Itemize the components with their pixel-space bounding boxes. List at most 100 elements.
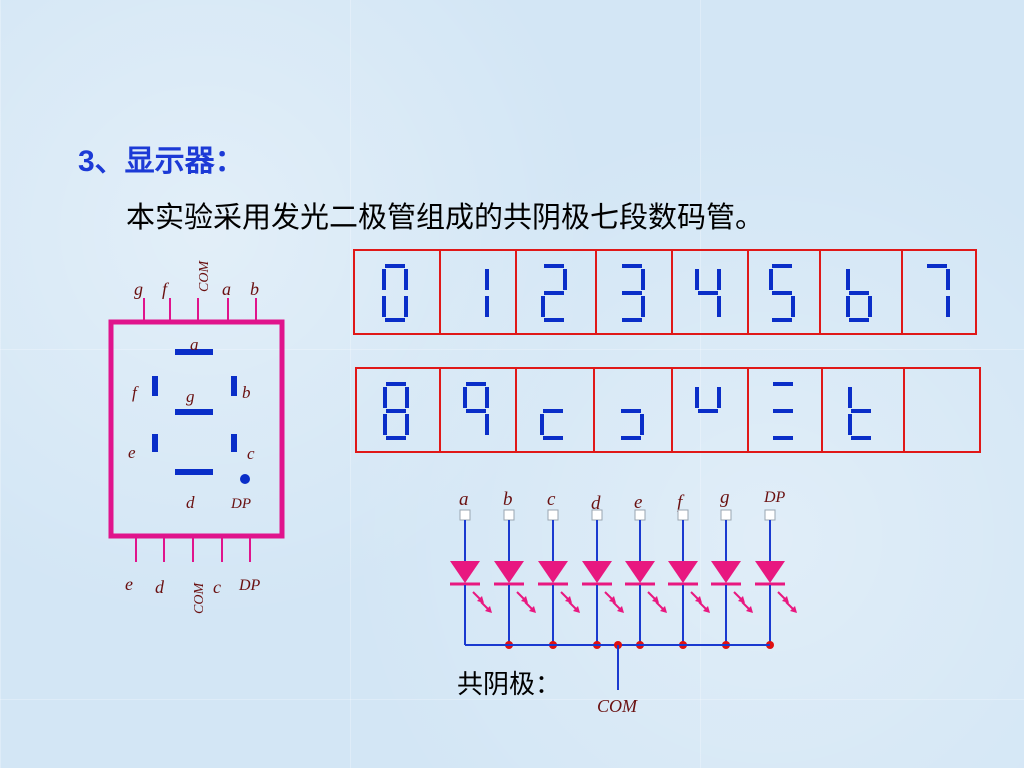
diode-triangle — [582, 561, 612, 583]
anode-label-b: b — [503, 489, 513, 510]
digit-segment-d — [849, 318, 869, 322]
led-c: c — [538, 489, 580, 649]
digit-segment-b — [563, 269, 567, 290]
pin-label-f: f — [162, 279, 170, 299]
digit-segment-b — [946, 269, 950, 290]
digit-segment-b — [485, 387, 489, 408]
digit-segment-g — [622, 291, 642, 295]
led-a: a — [450, 489, 492, 645]
digit-segment-a — [773, 382, 793, 386]
display-frame-row-1 — [353, 249, 977, 335]
digit-cell-3 — [622, 264, 645, 322]
pin-label-a: a — [222, 279, 231, 299]
digit-segment-e — [382, 296, 386, 317]
digit-segment-g — [698, 291, 718, 295]
digit-cell-5 — [769, 264, 795, 322]
digit-segment-f — [695, 269, 699, 290]
digit-segment-g — [849, 291, 869, 295]
digit-segment-d — [386, 436, 406, 440]
diode-triangle — [755, 561, 785, 583]
segment-b — [231, 376, 237, 396]
digit-segment-g — [466, 409, 486, 413]
anode-label-d: d — [591, 493, 601, 514]
digit-cell-9 — [463, 382, 489, 435]
digit-segment-b — [717, 387, 721, 408]
package-frame — [108, 319, 285, 539]
digit-segment-b — [485, 269, 489, 290]
anode-terminal — [459, 509, 471, 521]
digit-segment-f — [383, 387, 387, 408]
digit-segment-a — [927, 264, 947, 268]
digit-cell-2 — [541, 264, 567, 322]
pin-label-e: e — [125, 574, 133, 594]
digit-cell-7 — [927, 264, 950, 317]
light-arrowhead — [660, 606, 667, 613]
led-b: b — [494, 489, 536, 649]
digit-segment-c — [640, 414, 644, 435]
light-arrowhead — [652, 596, 659, 603]
digit-segment-e — [383, 414, 387, 435]
digit-cell-4 — [695, 269, 721, 317]
digit-segment-f — [695, 387, 699, 408]
anode-label-e: e — [634, 492, 642, 513]
digit-segment-g — [544, 291, 564, 295]
digit-segment-f — [463, 387, 467, 408]
digit-cell-u-upper — [695, 387, 721, 413]
digit-segment-e — [541, 296, 545, 317]
digit-segment-e — [848, 414, 852, 435]
digit-segment-b — [404, 269, 408, 290]
digit-segment-c — [485, 414, 489, 435]
digit-segment-g — [621, 409, 641, 413]
segment-c — [231, 434, 237, 452]
digit-cell-1 — [485, 269, 489, 317]
digit-segment-c — [404, 296, 408, 317]
display-frame-row-2 — [355, 367, 981, 453]
display-row-1 — [353, 249, 977, 335]
pin-label-c: c — [213, 577, 221, 597]
digit-segment-a — [386, 382, 406, 386]
light-arrowhead — [738, 596, 745, 603]
anode-terminal — [720, 509, 732, 521]
diode-triangle — [538, 561, 568, 583]
led-DP: DP — [755, 489, 797, 649]
segment-f — [152, 376, 158, 396]
light-arrowhead — [782, 596, 789, 603]
light-arrowhead — [746, 606, 753, 613]
display-row-2 — [355, 367, 981, 453]
digit-segment-b — [641, 269, 645, 290]
digit-segment-g — [772, 291, 792, 295]
light-arrowhead — [790, 606, 797, 613]
digit-segment-d — [773, 436, 793, 440]
digit-display-rows — [353, 249, 981, 453]
digit-segment-c — [405, 414, 409, 435]
digit-segment-d — [543, 436, 563, 440]
digit-segment-a — [544, 264, 564, 268]
anode-label-DP: DP — [763, 489, 786, 506]
light-arrowhead — [529, 606, 536, 613]
digit-segment-a — [622, 264, 642, 268]
diode-triangle — [494, 561, 524, 583]
digit-segment-g — [851, 409, 871, 413]
digit-segment-b — [717, 269, 721, 290]
anode-label-g: g — [720, 487, 730, 508]
digit-segment-f — [382, 269, 386, 290]
pin-label-g: g — [134, 279, 143, 299]
led-g: g — [711, 487, 753, 649]
seven-segment-package: g f COM a b e d COM c DP a b c d e f g D… — [108, 260, 285, 614]
anode-label-c: c — [547, 489, 556, 510]
light-arrowhead — [609, 596, 616, 603]
anode-terminal — [677, 509, 689, 521]
digit-cell-8 — [383, 382, 409, 440]
digit-segment-d — [772, 318, 792, 322]
digit-segment-d — [622, 318, 642, 322]
digit-segment-c — [717, 296, 721, 317]
light-arrowhead — [565, 596, 572, 603]
diode-triangle — [450, 561, 480, 583]
segment-label-e: e — [128, 443, 136, 462]
digit-segment-c — [791, 296, 795, 317]
anode-terminal — [634, 509, 646, 521]
digit-segment-g — [386, 409, 406, 413]
segment-a — [175, 349, 213, 355]
